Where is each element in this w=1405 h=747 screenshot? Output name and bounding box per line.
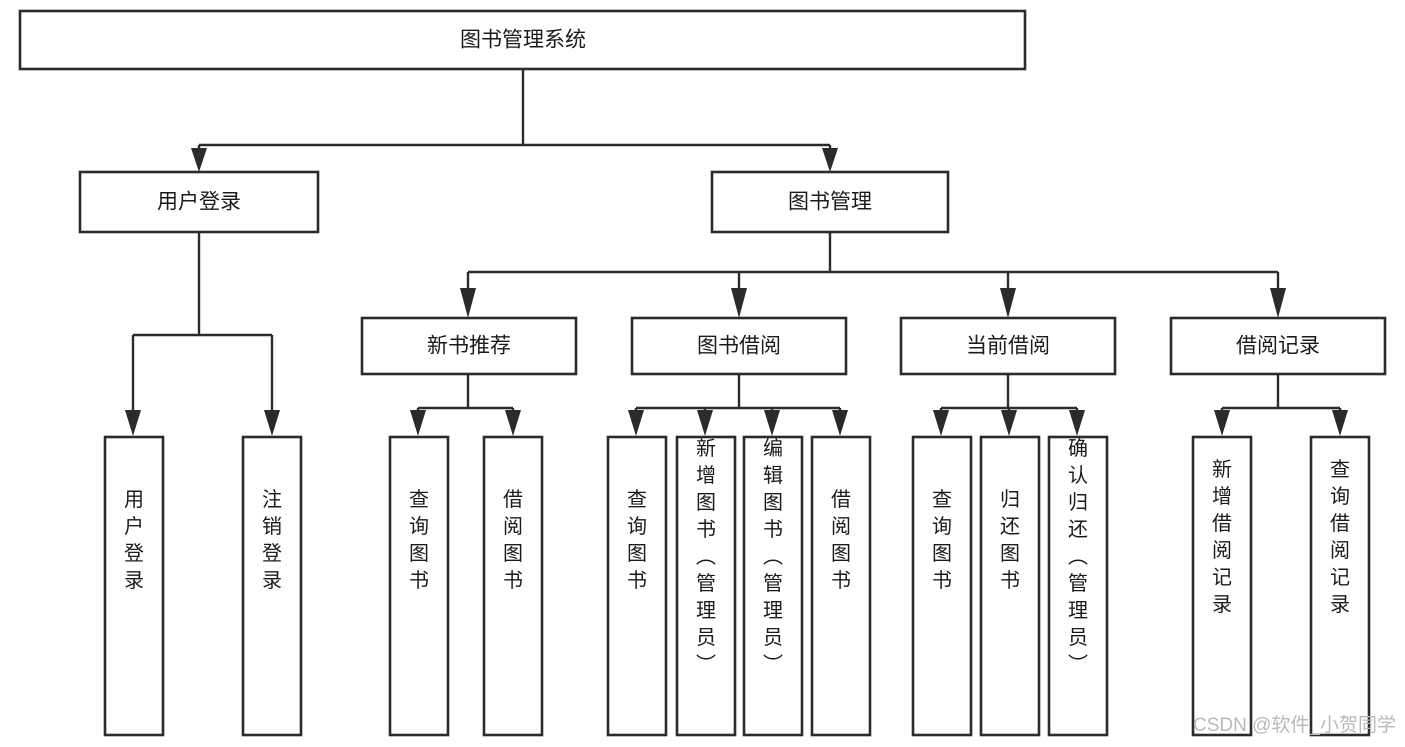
leaf-new-book-2-label: 借阅图书: [503, 488, 523, 592]
node-book-manage-label: 图书管理: [788, 191, 872, 214]
arrow-head-new-book-leaf-1: [410, 410, 426, 436]
arrow-head-borrow-record-leaf-2: [1332, 410, 1348, 436]
node-book-borrow-box[interactable]: [630, 316, 848, 376]
arrow-head-new-book-leaf-2: [505, 410, 521, 436]
leaf-book-borrow-3-label: 编辑图书︵管理员︶: [763, 437, 783, 676]
arrow-head-book-borrow-leaf-2: [697, 410, 713, 436]
arrow-head-current-borrow-leaf-3: [1069, 410, 1085, 436]
leaf-borrow-record-1-label: 新增借阅记录: [1212, 458, 1232, 616]
leaf-book-borrow-2[interactable]: 新增图书︵管理员︶: [675, 435, 737, 737]
leaf-current-borrow-3-box[interactable]: [1047, 435, 1109, 737]
arrow-head-book-borrow-leaf-3: [764, 410, 780, 436]
leaf-borrow-record-2[interactable]: 查询借阅记录: [1309, 435, 1371, 737]
leaf-book-borrow-4-box[interactable]: [810, 435, 872, 737]
node-borrow-record[interactable]: 借阅记录: [1169, 316, 1387, 376]
leaf-current-borrow-2-label: 归还图书: [1000, 488, 1020, 592]
leaf-borrow-record-2-label: 查询借阅记录: [1330, 458, 1350, 616]
node-new-book-recommend[interactable]: 新书推荐: [360, 316, 578, 376]
leaf-borrow-record-1[interactable]: 新增借阅记录: [1191, 435, 1253, 737]
node-book-manage[interactable]: 图书管理: [710, 170, 950, 234]
leaf-book-borrow-3-box[interactable]: [742, 435, 804, 737]
leaf-user-login-1-label: 用户登录: [124, 489, 144, 592]
leaf-book-borrow-2-box[interactable]: [675, 435, 737, 737]
leaf-borrow-record-1-box[interactable]: [1191, 435, 1253, 737]
leaf-user-login-1-box[interactable]: [103, 435, 165, 737]
node-new-book-recommend-box[interactable]: [360, 316, 578, 376]
leaf-book-borrow-2-label: 新增图书︵管理员︶: [696, 437, 716, 676]
leaf-user-login-2-box[interactable]: [241, 435, 303, 737]
leaf-book-borrow-1[interactable]: 查询图书: [606, 435, 668, 737]
leaf-current-borrow-3[interactable]: 确认归还︵管理员︶: [1047, 435, 1109, 737]
leaf-new-book-2[interactable]: 借阅图书: [482, 435, 544, 737]
node-root-system-label: 图书管理系统: [460, 29, 586, 52]
leaf-current-borrow-3-label: 确认归还︵管理员︶: [1068, 437, 1088, 676]
leaf-book-borrow-4-label: 借阅图书: [831, 488, 851, 592]
leaf-user-login-2[interactable]: 注销登录: [241, 435, 303, 737]
node-borrow-record-label: 借阅记录: [1236, 335, 1320, 358]
leaf-user-login-1[interactable]: 用户登录: [103, 435, 165, 737]
leaf-new-book-1-label: 查询图书: [409, 488, 429, 592]
leaf-book-borrow-1-label: 查询图书: [627, 488, 647, 592]
leaf-borrow-record-2-box[interactable]: [1309, 435, 1371, 737]
arrow-head-borrow-record-leaf-1: [1214, 410, 1230, 436]
leaf-current-borrow-1-box[interactable]: [911, 435, 973, 737]
arrow-head-new-book: [460, 288, 476, 318]
leaf-new-book-1-box[interactable]: [388, 435, 450, 737]
node-book-borrow-label: 图书借阅: [697, 335, 781, 358]
connector-layer: [125, 69, 1348, 436]
node-new-book-recommend-label: 新书推荐: [427, 335, 511, 358]
arrow-head-book-borrow: [731, 288, 747, 318]
leaf-book-borrow-3[interactable]: 编辑图书︵管理员︶: [742, 435, 804, 737]
node-root-system-box[interactable]: [18, 9, 1027, 71]
node-root-system[interactable]: 图书管理系统: [18, 9, 1027, 71]
arrow-head-current-borrow-leaf-2: [1001, 410, 1017, 436]
leaf-book-borrow-4[interactable]: 借阅图书: [810, 435, 872, 737]
leaf-current-borrow-2[interactable]: 归还图书: [979, 435, 1041, 737]
node-borrow-record-box[interactable]: [1169, 316, 1387, 376]
arrow-head-current-borrow: [1000, 288, 1016, 318]
arrow-head-user-login: [191, 148, 207, 172]
node-current-borrow[interactable]: 当前借阅: [899, 316, 1117, 376]
node-user-login-label: 用户登录: [157, 191, 241, 214]
leaf-new-book-2-box[interactable]: [482, 435, 544, 737]
node-book-borrow[interactable]: 图书借阅: [630, 316, 848, 376]
node-user-login-box[interactable]: [78, 170, 320, 234]
leaf-user-login-2-label: 注销登录: [262, 488, 282, 592]
leaf-current-borrow-1-label: 查询图书: [932, 488, 952, 592]
leaf-current-borrow-1[interactable]: 查询图书: [911, 435, 973, 737]
arrow-head-borrow-record: [1270, 288, 1286, 318]
leaf-book-borrow-1-box[interactable]: [606, 435, 668, 737]
node-current-borrow-label: 当前借阅: [966, 335, 1050, 358]
node-book-manage-box[interactable]: [710, 170, 950, 234]
arrow-head-book-borrow-leaf-4: [832, 410, 848, 436]
arrow-head-book-borrow-leaf-1: [628, 410, 644, 436]
arrow-head-user-login-leaf-1: [125, 410, 141, 436]
node-user-login[interactable]: 用户登录: [78, 170, 320, 234]
arrow-head-book-manage: [822, 148, 838, 172]
leaf-new-book-1[interactable]: 查询图书: [388, 435, 450, 737]
leaf-current-borrow-2-box[interactable]: [979, 435, 1041, 737]
csdn-watermark: CSDN @软件_小贺同学: [1193, 714, 1396, 736]
arrow-head-current-borrow-leaf-1: [933, 410, 949, 436]
arrow-head-user-login-leaf-2: [264, 410, 280, 436]
node-current-borrow-box[interactable]: [899, 316, 1117, 376]
